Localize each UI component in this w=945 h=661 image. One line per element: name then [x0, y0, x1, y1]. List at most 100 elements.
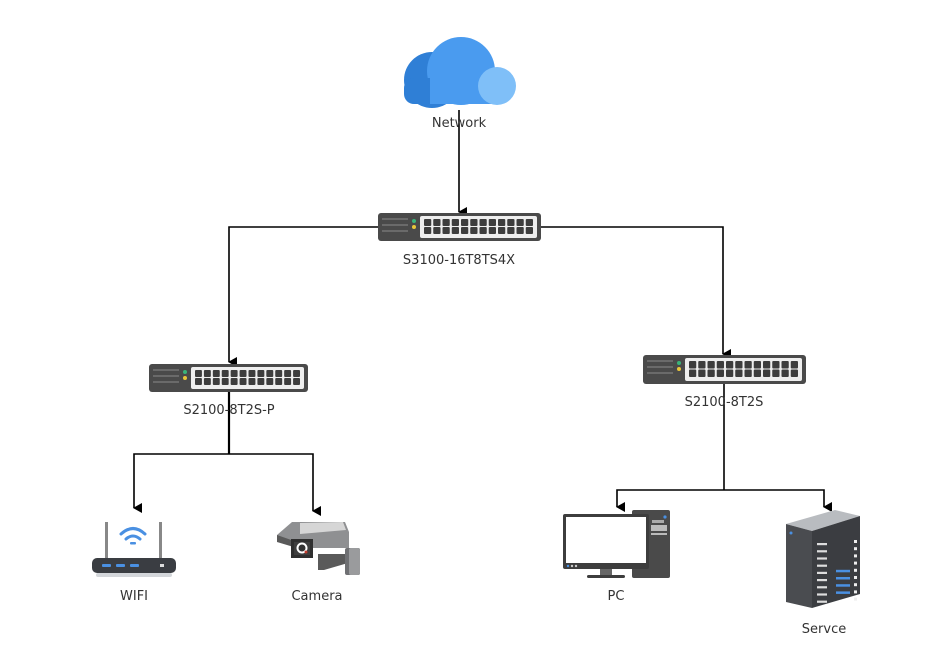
server-slot-light [817, 600, 827, 603]
server-slot-light [817, 571, 827, 574]
ethernet-port [212, 378, 220, 385]
status-led-yellow [183, 376, 187, 380]
ethernet-port [284, 370, 292, 377]
switch-vent [382, 224, 408, 226]
switch-vent [647, 360, 673, 362]
ethernet-port [470, 227, 478, 234]
edge-sw-right-server [724, 489, 832, 512]
ethernet-port [781, 361, 789, 369]
ethernet-port [516, 219, 524, 226]
server-slot-indicator [854, 597, 857, 601]
server-slot-indicator [854, 561, 857, 565]
ethernet-port [461, 227, 469, 234]
desktop-pc-icon[interactable] [563, 510, 670, 578]
server-slot-indicator [854, 568, 857, 572]
ethernet-port [735, 361, 743, 369]
server-slot-indicator [854, 576, 857, 579]
ethernet-port [275, 370, 283, 377]
node-label-camera: Camera [291, 589, 342, 604]
ethernet-port [442, 227, 450, 234]
edge-sw-right-pc [616, 489, 724, 512]
ethernet-port [707, 361, 715, 369]
server-slot-indicator [854, 547, 857, 551]
ethernet-port [744, 361, 752, 369]
edge-sw-left-camera [229, 453, 321, 516]
ethernet-port [507, 227, 515, 234]
ethernet-port [716, 361, 724, 369]
ethernet-port [498, 219, 506, 226]
ethernet-port [479, 227, 487, 234]
server-slot-light [817, 579, 827, 582]
ethernet-port [698, 369, 706, 377]
ethernet-port [781, 369, 789, 377]
server-slot-indicator [854, 540, 857, 543]
ethernet-port [433, 227, 441, 234]
ethernet-port [239, 378, 247, 385]
ethernet-port [195, 378, 202, 385]
server-activity-bar [836, 577, 850, 580]
server-slot-indicator [854, 554, 857, 558]
ethernet-port [424, 227, 432, 234]
ethernet-port [707, 369, 715, 377]
server-slot-indicator [854, 590, 857, 594]
status-led-green [412, 219, 416, 223]
ethernet-port [689, 369, 697, 377]
server-slot-light [817, 550, 827, 553]
ethernet-port [470, 219, 478, 226]
ethernet-port [772, 369, 780, 377]
ethernet-port [257, 378, 265, 385]
server-activity-bar [836, 569, 850, 573]
ethernet-port [230, 370, 238, 377]
ethernet-port [230, 378, 238, 385]
node-label-server: Servce [802, 622, 846, 637]
ethernet-port [753, 369, 761, 377]
ethernet-port [689, 361, 697, 369]
server-rack-icon[interactable] [786, 510, 860, 608]
ethernet-port [266, 378, 274, 385]
ethernet-port [221, 378, 229, 385]
ethernet-port [221, 370, 229, 377]
ethernet-port [498, 227, 506, 234]
status-led-green [183, 370, 187, 374]
switch-vent [153, 369, 179, 371]
edge-sw-left-wifi [133, 453, 229, 513]
ethernet-port [507, 219, 515, 226]
ethernet-port [735, 369, 743, 377]
ethernet-port [525, 219, 533, 226]
switch-vent [153, 375, 179, 377]
ethernet-port [266, 370, 274, 377]
node-label-left-switch: S2100-8T2S-P [183, 403, 274, 418]
switch-icon[interactable] [643, 355, 806, 384]
ethernet-port [248, 370, 256, 377]
ethernet-port [203, 378, 211, 385]
ethernet-port [239, 370, 247, 377]
ethernet-port [293, 370, 300, 377]
cloud-icon[interactable] [404, 37, 516, 108]
server-slot-light [817, 586, 827, 589]
ethernet-port [763, 369, 771, 377]
switch-vent [647, 366, 673, 368]
ethernet-port [516, 227, 524, 234]
wifi-router-icon[interactable] [92, 522, 176, 577]
node-label-core-switch: S3100-16T8TS4X [403, 253, 515, 268]
ethernet-port [790, 369, 798, 377]
edge-core-sw-right [541, 226, 731, 359]
server-slot-light [817, 593, 827, 596]
ethernet-port [763, 361, 771, 369]
security-camera-icon[interactable] [277, 522, 360, 575]
status-led-yellow [412, 225, 416, 229]
connectors [133, 110, 832, 516]
ethernet-port [195, 370, 202, 377]
switch-vent [153, 381, 179, 383]
switch-vent [382, 230, 408, 232]
switch-icon[interactable] [378, 213, 541, 241]
ethernet-port [726, 361, 734, 369]
ethernet-port [212, 370, 220, 377]
ethernet-port [488, 227, 496, 234]
status-led-green [677, 361, 681, 365]
server-slot-indicator [854, 583, 857, 587]
switch-icon[interactable] [149, 364, 308, 392]
ethernet-port [488, 219, 496, 226]
ethernet-port [203, 370, 211, 377]
ethernet-port [716, 369, 724, 377]
